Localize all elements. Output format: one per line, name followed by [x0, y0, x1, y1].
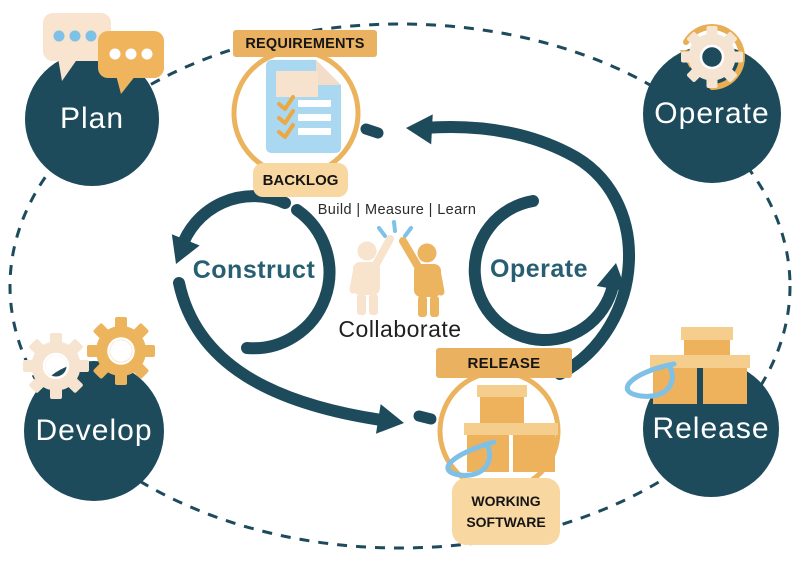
working-software-line2: SOFTWARE	[466, 513, 546, 530]
working-software-badge: WORKING SOFTWARE	[452, 478, 560, 545]
construct-to-release-arrow	[173, 277, 437, 427]
operate-arrowhead	[596, 263, 627, 292]
operate-loop-label: Operate	[490, 255, 588, 283]
operate-loop-arrow	[468, 195, 620, 346]
document-checklist-icon	[266, 60, 341, 153]
release-corner-label: Release	[652, 412, 770, 445]
spark-icon	[377, 220, 413, 238]
boxes-icon	[625, 327, 750, 404]
build-measure-learn-label: Build | Measure | Learn	[317, 202, 477, 218]
operate-to-requirements-arrow	[360, 121, 636, 380]
gear-refresh-icon	[680, 24, 745, 90]
construct-arrowhead	[171, 234, 200, 264]
backlog-badge: BACKLOG	[253, 163, 348, 197]
plan-label: Plan	[59, 102, 125, 135]
highfive-figures-icon	[349, 235, 445, 317]
construct-label: Construct	[192, 256, 316, 284]
develop-label: Develop	[35, 414, 153, 447]
release-badge: RELEASE	[436, 348, 572, 378]
operate-corner-circle	[643, 45, 781, 183]
software-boxes-icon	[445, 385, 558, 478]
requirements-badge: REQUIREMENTS	[233, 30, 377, 57]
operate-corner-label: Operate	[654, 97, 770, 130]
gears-icon	[23, 317, 155, 399]
dashed-cycle-ellipse	[8, 22, 792, 550]
working-software-line1: WORKING	[471, 493, 541, 510]
to-requirements-arrowhead	[406, 114, 433, 145]
to-release-arrowhead	[375, 404, 404, 434]
construct-loop-arrow	[175, 190, 336, 355]
collaborate-label: Collaborate	[338, 316, 462, 342]
chat-bubbles-icon	[43, 13, 164, 94]
